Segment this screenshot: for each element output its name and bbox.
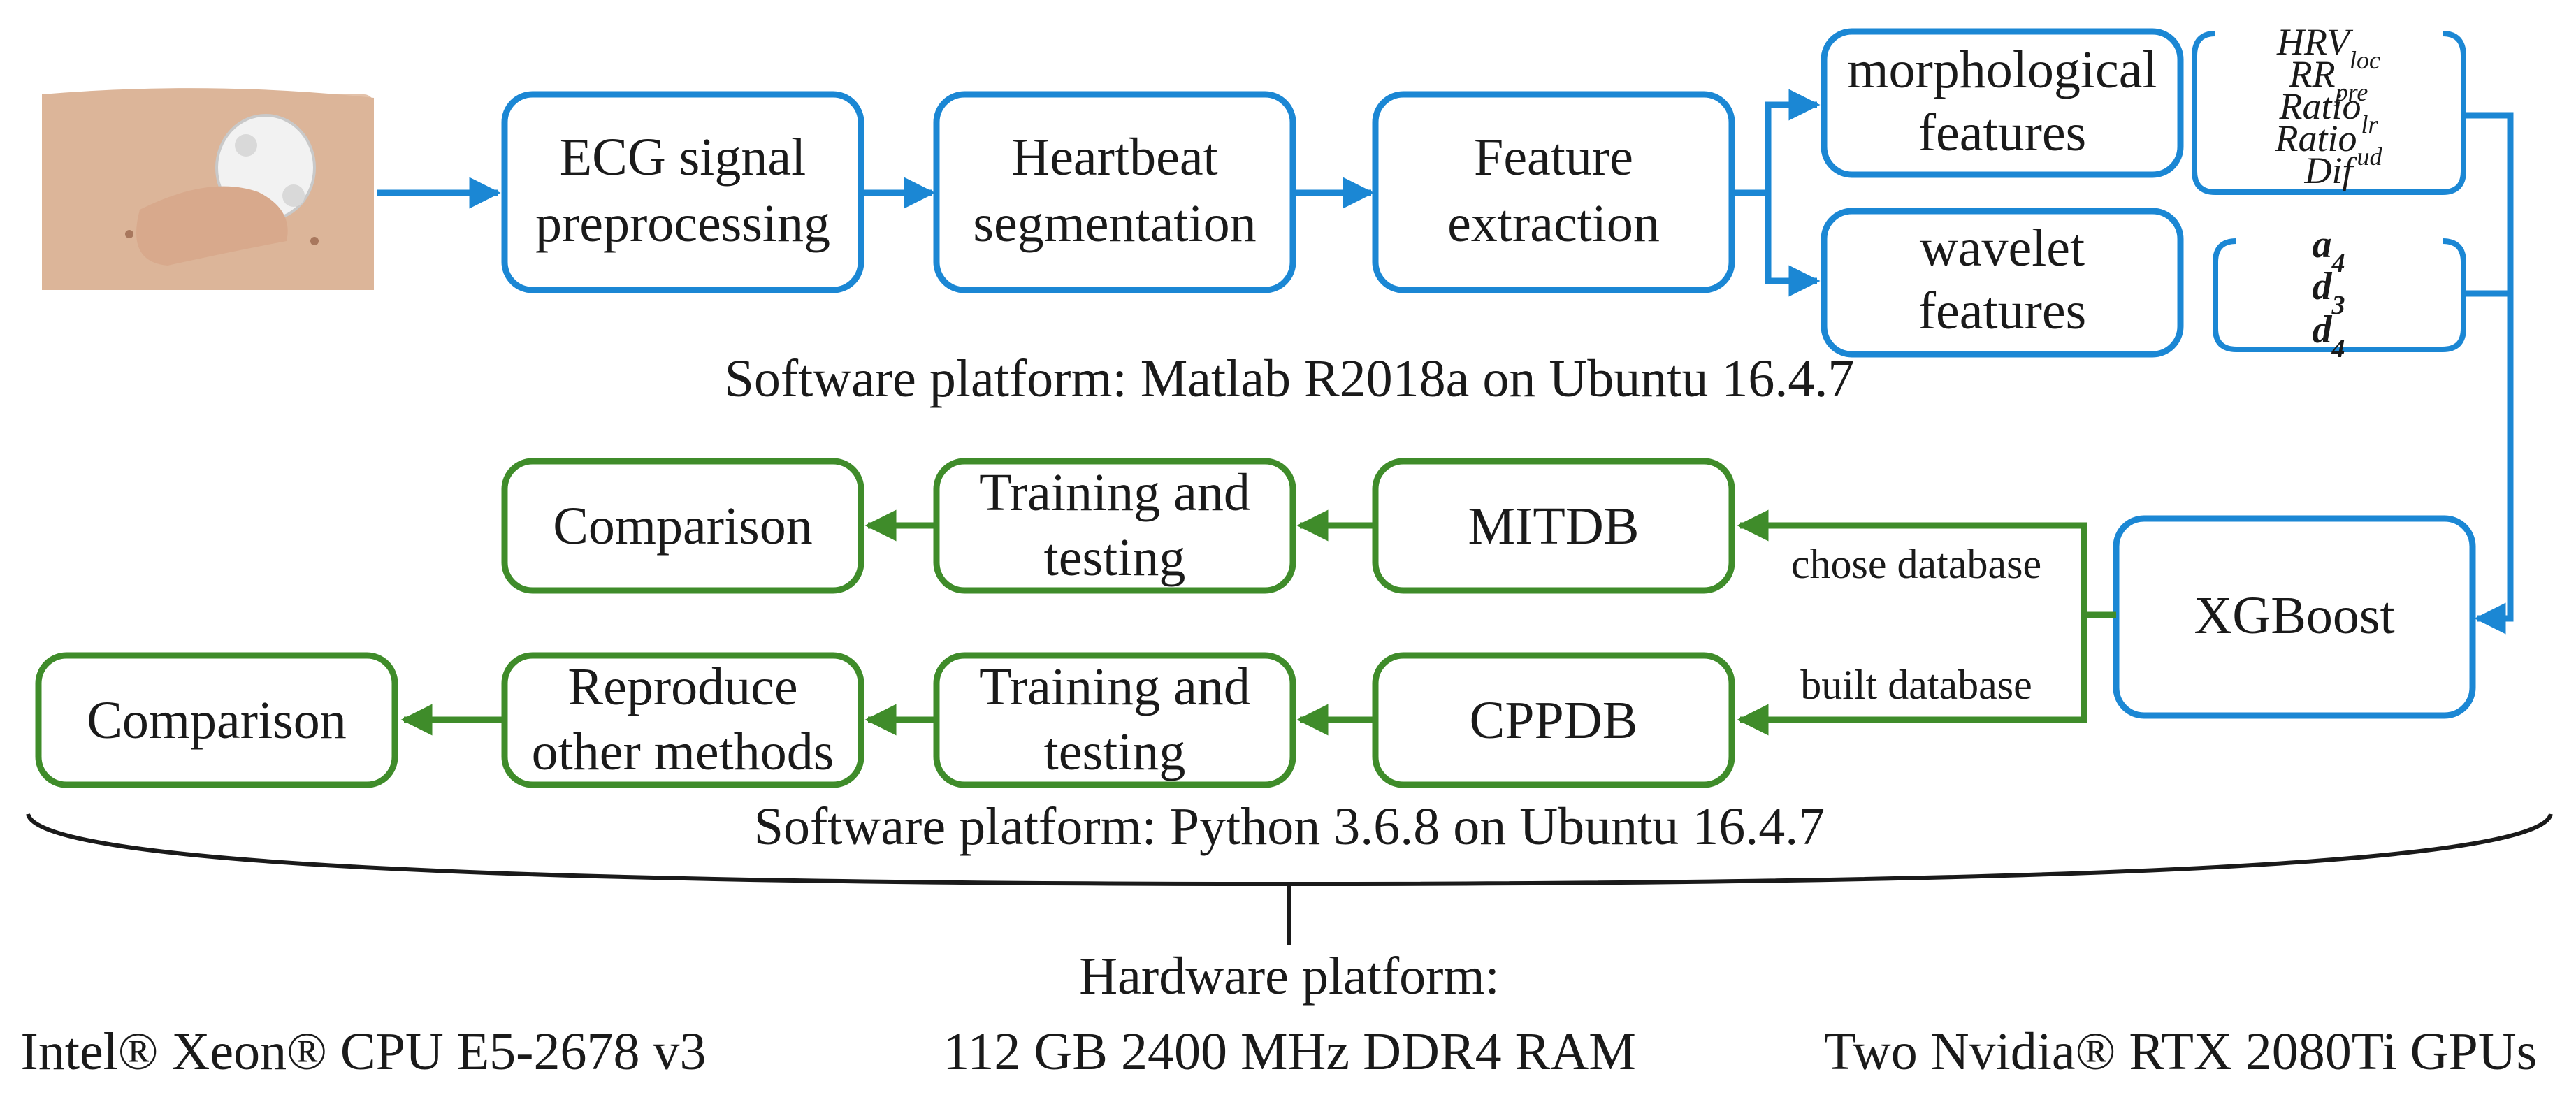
box-wavelet-features: wavelet features: [1821, 208, 2184, 358]
box-comparison-2: Comparison: [35, 652, 398, 788]
label-morph-line2: features: [1918, 103, 2087, 162]
label-reproduce-line1: Reproduce: [567, 658, 797, 716]
wavelet-item-d3: d3: [2313, 265, 2345, 320]
label-comparison-2: Comparison: [87, 691, 347, 750]
arrow-to-mitdb: [1737, 509, 2087, 615]
bottom-arrows: [400, 509, 2116, 736]
label-comparison-1: Comparison: [553, 497, 813, 556]
chest-sensor-photo: [42, 88, 374, 290]
arrow-extraction-to-wavelet: [1765, 193, 1821, 297]
box-mitdb: MITDB: [1372, 458, 1735, 594]
wavelet-item-a4: a4: [2313, 223, 2345, 278]
label-xgboost: XGBoost: [2194, 586, 2394, 645]
label-ecg-line1: ECG signal: [560, 128, 806, 187]
label-training-1-line1: Training and: [979, 463, 1250, 522]
box-xgboost: XGBoost: [2113, 515, 2476, 719]
box-comparison-1: Comparison: [501, 458, 864, 594]
box-training-testing-2: Training and testing: [933, 652, 1296, 788]
label-feature-line2: extraction: [1447, 194, 1660, 253]
box-ecg-preprocessing: ECG signal preprocessing: [501, 91, 864, 293]
label-cppdb: CPPDB: [1470, 691, 1638, 750]
label-ecg-line2: preprocessing: [535, 194, 830, 253]
box-reproduce-methods: Reproduce other methods: [501, 652, 864, 788]
label-heartbeat-line1: Heartbeat: [1011, 128, 1217, 187]
label-morph-line1: morphological: [1847, 41, 2157, 99]
box-cppdb: CPPDB: [1372, 652, 1735, 788]
hardware-cpu: Intel® Xeon® CPU E5-2678 v3: [21, 1022, 707, 1081]
top-arrows: [377, 89, 2514, 635]
label-built-database: built database: [1800, 662, 2032, 708]
morph-item-ratio-ud: Ratioud: [2275, 117, 2383, 171]
matlab-platform-label: Software platform: Matlab R2018a on Ubun…: [725, 349, 1855, 408]
hardware-title: Hardware platform:: [1079, 947, 1499, 1006]
morph-item-rr: RRpre: [2289, 53, 2368, 106]
wavelet-item-d4: d4: [2313, 308, 2345, 363]
arrow-features-to-xgboost: [2463, 112, 2514, 635]
morph-feature-list: HRVloc RRpre Ratiolr Ratioud Dif: [2192, 21, 2466, 195]
label-reproduce-line2: other methods: [532, 723, 834, 781]
morph-item-ratio-lr: Ratiolr: [2278, 85, 2378, 138]
label-wavelet-line2: features: [1918, 282, 2087, 340]
morph-item-hrv: HRVloc: [2276, 21, 2380, 74]
arrow-extraction-branch: [1732, 89, 1821, 196]
label-chose-database: chose database: [1791, 541, 2041, 587]
python-platform-label: Software platform: Python 3.6.8 on Ubunt…: [754, 797, 1825, 856]
morph-item-dif: Dif: [2303, 150, 2357, 191]
box-heartbeat-segmentation: Heartbeat segmentation: [933, 91, 1296, 293]
label-wavelet-line1: wavelet: [1920, 219, 2085, 277]
label-training-2-line2: testing: [1044, 723, 1186, 781]
wavelet-feature-list: a4 d3 d4: [2213, 223, 2466, 363]
label-training-2-line1: Training and: [979, 658, 1250, 716]
box-training-testing-1: Training and testing: [933, 458, 1296, 594]
label-training-1-line2: testing: [1044, 528, 1186, 587]
label-mitdb: MITDB: [1468, 497, 1640, 556]
hardware-brace: [26, 813, 2553, 945]
hardware-ram: 112 GB 2400 MHz DDR4 RAM: [943, 1022, 1636, 1081]
hardware-gpu: Two Nvidia® RTX 2080Ti GPUs: [1824, 1022, 2538, 1081]
label-feature-line1: Feature: [1474, 128, 1633, 187]
arrow-to-cppdb: [1737, 615, 2087, 736]
box-feature-extraction: Feature extraction: [1372, 91, 1735, 293]
label-heartbeat-line2: segmentation: [973, 194, 1256, 253]
box-morphological-features: morphological features: [1821, 28, 2184, 178]
